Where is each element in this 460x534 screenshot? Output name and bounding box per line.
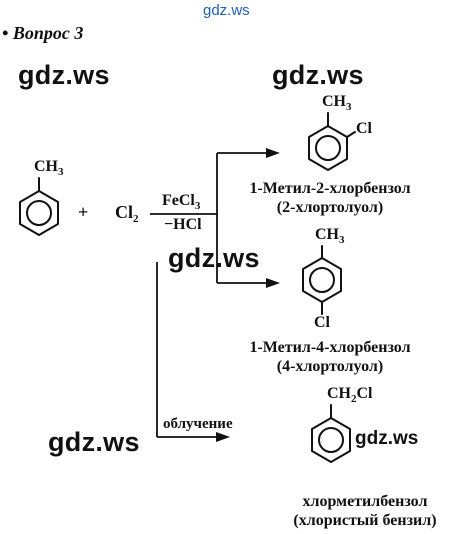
question-title: Вопрос 3: [12, 23, 84, 43]
byproduct-label: −HCl: [164, 216, 202, 233]
benzene-ring-product-3: [311, 417, 351, 463]
question-header: • Вопрос 3: [2, 23, 83, 44]
product-1-chloro-label: Cl: [356, 120, 372, 137]
watermark-left-bottom: gdz.ws: [48, 427, 140, 457]
watermark-top: gdz.ws: [203, 2, 250, 19]
aromatic-circle-product-2: [309, 267, 335, 293]
benzene-ring-product-1: [308, 125, 348, 171]
product-2-methyl-label: CH3: [315, 226, 345, 246]
watermark-middle: gdz.ws: [168, 243, 260, 273]
question-bullet: •: [2, 23, 9, 43]
product-3-name: хлорметилбензол: [302, 493, 428, 510]
watermark-right-bottom: gdz.ws: [355, 428, 419, 449]
arrowhead-product-3: [216, 432, 230, 442]
benzene-ring-toluene: [19, 190, 59, 236]
product-1-methyl-label: CH3: [322, 93, 352, 113]
product-2-name: 1-Метил-4-хлорбензол: [249, 339, 411, 356]
bond-chloro-product-1: [346, 131, 356, 138]
product-3-alt-name: (хлористый бензил): [293, 512, 437, 529]
product-2-alt-name: (4-хлортолуол): [276, 358, 384, 375]
watermark-right-top: gdz.ws: [272, 60, 364, 90]
watermark-left-top: gdz.ws: [18, 60, 110, 90]
reagent-chlorine: Cl2: [115, 202, 139, 225]
product-1-name: 1-Метил-2-хлорбензол: [249, 180, 411, 197]
aromatic-circle-toluene: [26, 200, 52, 226]
product-1-alt-name: (2-хлортолуол): [276, 199, 384, 216]
benzene-ring-product-2: [302, 257, 342, 303]
light-condition-label: облучение: [163, 416, 233, 432]
product-2-chloro-label: Cl: [314, 314, 330, 331]
arrowhead-product-2: [266, 278, 280, 288]
product-3-methylene-label: CH2Cl: [327, 385, 373, 405]
aromatic-circle-product-3: [318, 427, 344, 453]
reactant-methyl-label: CH3: [34, 158, 64, 178]
arrowhead-product-1: [266, 148, 280, 158]
aromatic-circle-product-1: [315, 135, 341, 161]
catalyst-label: FeCl3: [162, 192, 201, 212]
plus-sign: +: [78, 202, 89, 222]
